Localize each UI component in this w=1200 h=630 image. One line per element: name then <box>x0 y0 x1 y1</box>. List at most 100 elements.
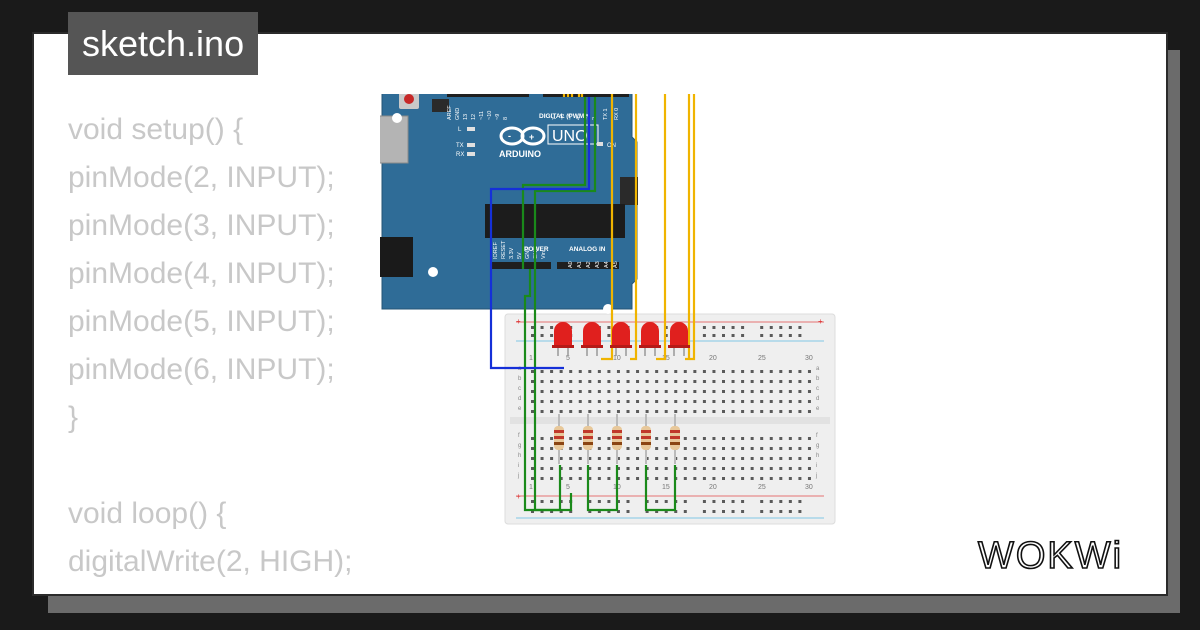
pin-label: A1 <box>577 261 583 268</box>
power-jack <box>380 237 413 277</box>
breadboard-hole <box>807 390 811 393</box>
led-red[interactable] <box>639 322 661 356</box>
breadboard-hole <box>798 467 802 470</box>
breadboard-hole <box>798 500 802 503</box>
breadboard-hole <box>664 334 668 337</box>
breadboard-hole <box>559 477 563 480</box>
breadboard-hole <box>674 370 678 373</box>
breadboard-hole <box>683 380 687 383</box>
breadboard-hole <box>559 457 563 460</box>
resistor[interactable] <box>641 414 651 464</box>
mount-hole <box>428 267 438 277</box>
breadboard-hole <box>798 447 802 450</box>
breadboard-hole <box>760 334 764 337</box>
breadboard-hole <box>569 370 573 373</box>
breadboard-hole <box>807 437 811 440</box>
breadboard-hole <box>597 447 601 450</box>
breadboard-hole <box>693 410 697 413</box>
breadboard-hole <box>702 370 706 373</box>
breadboard-hole <box>540 326 544 329</box>
breadboard-hole <box>779 380 783 383</box>
breadboard-hole <box>664 437 668 440</box>
resistor[interactable] <box>583 414 593 464</box>
leds <box>552 322 690 356</box>
breadboard-hole <box>550 370 554 373</box>
breadboard-hole <box>607 500 611 503</box>
breadboard-hole <box>578 467 582 470</box>
breadboard-hole <box>664 457 668 460</box>
pin-label: RESET <box>501 240 507 259</box>
breadboard-hole <box>750 477 754 480</box>
breadboard-hole <box>607 380 611 383</box>
breadboard-hole <box>683 467 687 470</box>
resistor[interactable] <box>670 414 680 464</box>
breadboard-hole <box>731 326 735 329</box>
row-letter: j <box>815 473 817 479</box>
breadboard-hole <box>731 370 735 373</box>
breadboard-hole <box>788 334 792 337</box>
breadboard-hole <box>731 477 735 480</box>
breadboard-hole <box>626 477 630 480</box>
breadboard-hole <box>616 400 620 403</box>
breadboard-hole <box>626 467 630 470</box>
breadboard-hole <box>664 500 668 503</box>
pin-label: ~10 <box>487 111 493 120</box>
resistors <box>554 414 680 464</box>
column-number: 5 <box>566 484 570 491</box>
breadboard-hole <box>807 380 811 383</box>
breadboard-hole <box>788 477 792 480</box>
led-red[interactable] <box>668 322 690 356</box>
rail-plus-label: + <box>818 317 823 326</box>
led-red[interactable] <box>581 322 603 356</box>
breadboard-hole <box>722 326 725 329</box>
reset-button-cap[interactable] <box>404 94 414 104</box>
breadboard-hole <box>712 334 716 337</box>
breadboard-hole <box>769 477 773 480</box>
breadboard-hole <box>626 510 630 513</box>
breadboard-hole <box>588 477 592 480</box>
breadboard-hole <box>531 410 534 413</box>
analog-header <box>557 262 619 269</box>
breadboard-hole <box>607 370 611 373</box>
analog-header-label: ANALOG IN <box>569 246 606 253</box>
resistor[interactable] <box>554 414 564 464</box>
pin-label: A3 <box>595 261 601 268</box>
breadboard-hole <box>741 457 745 460</box>
column-number: 25 <box>758 355 766 362</box>
breadboard-hole <box>712 457 716 460</box>
pin-label: RX 0 <box>614 108 620 120</box>
code-line: void setup() { <box>68 113 244 146</box>
breadboard-hole <box>626 437 630 440</box>
breadboard-hole <box>683 510 687 513</box>
breadboard-hole <box>531 510 534 513</box>
breadboard-hole <box>550 447 554 450</box>
breadboard-hole <box>655 380 659 383</box>
breadboard-hole <box>750 467 754 470</box>
preview-card: void setup() { pinMode(2, INPUT); pinMod… <box>34 34 1166 594</box>
breadboard-hole <box>540 500 544 503</box>
arduino-uno-board[interactable]: AREF GND 13 12 ~11 ~10 ~9 8 7 ~6 ~5 4 ~3… <box>380 94 638 314</box>
pin-label: AREF <box>447 105 453 120</box>
breadboard-hole <box>760 410 764 413</box>
breadboard-hole <box>607 510 611 513</box>
breadboard-hole <box>683 390 687 393</box>
row-letter: h <box>816 453 819 459</box>
led-red[interactable] <box>610 322 632 356</box>
breadboard-hole <box>597 500 601 503</box>
breadboard-hole <box>550 437 554 440</box>
led-red[interactable] <box>552 322 574 356</box>
led-tx-label: TX <box>456 143 464 149</box>
resistor[interactable] <box>612 414 622 464</box>
row-letter: e <box>816 406 820 412</box>
breadboard-hole <box>693 370 697 373</box>
logo-text: WOKWi <box>978 535 1123 577</box>
wire-green <box>533 97 597 269</box>
breadboard-hole <box>702 477 706 480</box>
wire-yellow <box>566 94 638 361</box>
breadboard-hole <box>788 447 792 450</box>
breadboard-hole <box>655 400 659 403</box>
breadboard-hole <box>559 390 563 393</box>
led-tx <box>467 143 475 147</box>
breadboard-hole <box>722 437 725 440</box>
column-number: 1 <box>529 355 533 362</box>
